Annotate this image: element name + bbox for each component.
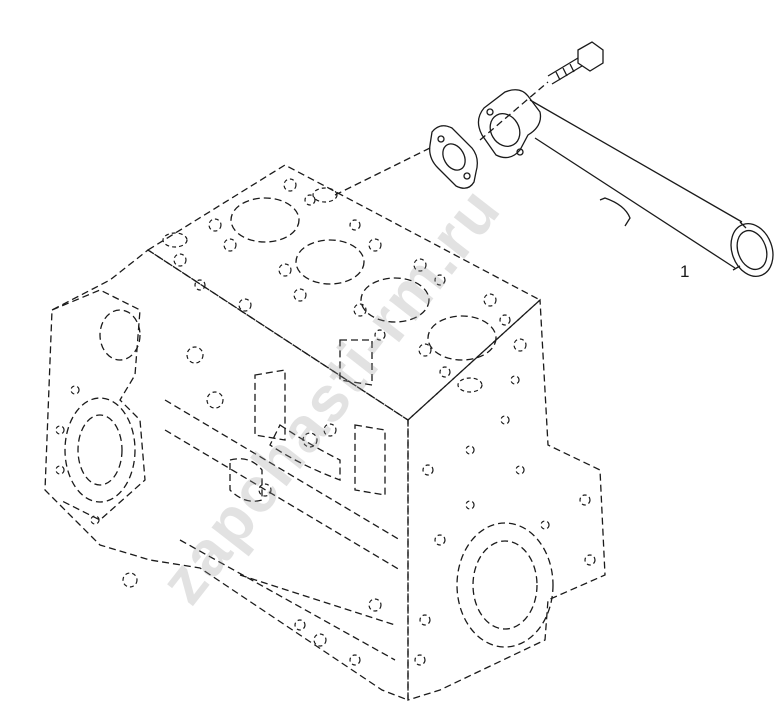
engine-block [44, 164, 606, 701]
callout-label-1: 1 [680, 262, 690, 281]
gasket [429, 125, 478, 189]
deck-holes [162, 178, 527, 393]
assembly-leader-line [334, 81, 549, 196]
coolant-outlet-pipe [477, 89, 774, 277]
bolt [547, 41, 604, 85]
